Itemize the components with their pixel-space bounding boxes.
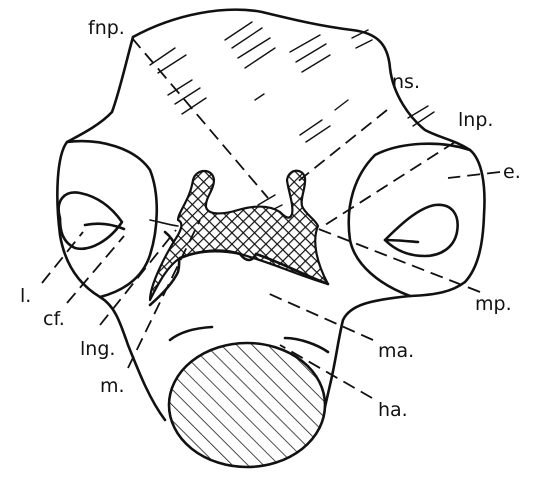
leader-e bbox=[448, 172, 500, 178]
leader-lnp bbox=[325, 142, 455, 225]
label-ha: ha. bbox=[378, 399, 408, 421]
label-l: l. bbox=[20, 285, 31, 307]
hatched-section bbox=[169, 343, 325, 467]
head-outline-left bbox=[57, 37, 165, 420]
leader-ns bbox=[296, 110, 387, 183]
label-cf: cf. bbox=[43, 308, 65, 330]
left-lateral-nasal-edge bbox=[150, 220, 178, 226]
label-fnp: fnp. bbox=[88, 17, 125, 39]
label-lnp: lnp. bbox=[458, 109, 493, 131]
leader-ma bbox=[265, 292, 373, 340]
label-mp: mp. bbox=[475, 293, 512, 315]
left-lens bbox=[59, 192, 122, 248]
label-ma: ma. bbox=[378, 340, 414, 362]
label-lng: lng. bbox=[80, 338, 115, 360]
right-lens bbox=[385, 205, 458, 256]
crosshatched-oral-region bbox=[150, 171, 328, 300]
leader-lng bbox=[100, 230, 176, 325]
hyoid-groove bbox=[170, 327, 212, 340]
label-m: m. bbox=[100, 375, 125, 397]
hyoid-groove-right bbox=[285, 338, 328, 352]
label-ns: ns. bbox=[392, 71, 420, 93]
label-e: e. bbox=[503, 161, 521, 183]
left-eye-outline bbox=[67, 141, 157, 297]
right-choroid-fissure bbox=[385, 240, 418, 242]
left-choroid-fissure bbox=[85, 224, 124, 229]
right-eye-outline bbox=[349, 144, 470, 296]
